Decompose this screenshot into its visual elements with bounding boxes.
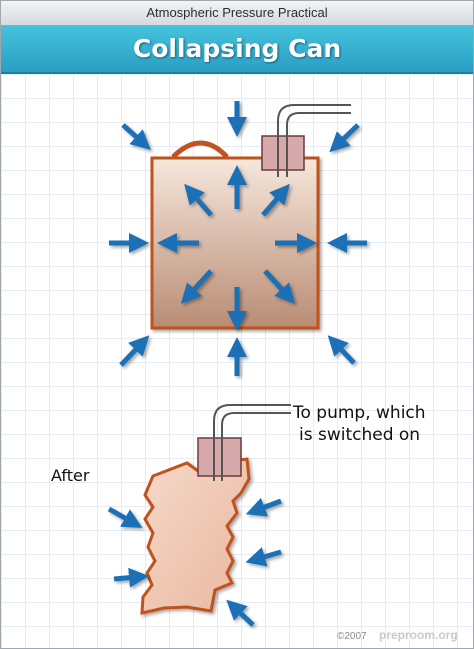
practical-subtitle: Atmospheric Pressure Practical (146, 5, 328, 20)
title-banner: Collapsing Can (1, 26, 473, 74)
rubber-bung-icon (197, 437, 242, 477)
site-logo: preproom.org (379, 628, 458, 642)
pressure-arrow-icon (329, 123, 360, 153)
pressure-arrow-icon (327, 335, 356, 365)
outside-arrows-before (109, 101, 367, 376)
pressure-arrow-icon (119, 335, 150, 367)
pressure-arrow-icon (263, 269, 296, 304)
delivery-tube-inner (221, 412, 291, 481)
inside-arrows-before (157, 165, 317, 331)
page-title: Collapsing Can (132, 34, 342, 63)
can-after (140, 404, 291, 615)
after-label: After (51, 466, 90, 485)
pump-label-line2: is switched on (299, 425, 421, 445)
can-handle (171, 140, 229, 159)
crushed-can-body (140, 457, 251, 615)
pressure-arrow-icon (107, 506, 143, 528)
delivery-tube (277, 104, 351, 177)
outside-arrows-after (107, 497, 282, 627)
rubber-bung-icon (261, 135, 305, 171)
delivery-tube-inner (286, 112, 351, 177)
pressure-arrow-icon (261, 183, 290, 217)
pressure-arrow-icon (245, 547, 282, 567)
can-before (150, 104, 351, 330)
top-bar: Atmospheric Pressure Practical (1, 1, 473, 26)
pressure-arrow-icon (180, 269, 213, 304)
pump-label-line1: To pump, which (293, 403, 426, 423)
pressure-arrow-icon (245, 497, 282, 517)
pressure-arrow-icon (226, 599, 255, 627)
delivery-tube (213, 404, 291, 481)
copyright-text: ©2007 (337, 631, 367, 642)
pressure-arrow-icon (121, 123, 151, 151)
pressure-arrow-icon (113, 567, 149, 588)
pressure-arrow-icon (184, 183, 213, 217)
